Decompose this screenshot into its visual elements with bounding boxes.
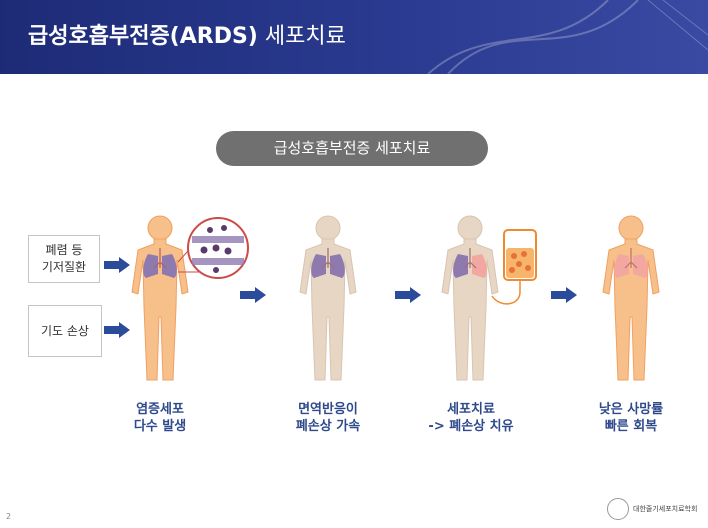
- step-caption-line: 낮은 사망률: [598, 402, 664, 417]
- arrow-right-icon: [551, 287, 577, 303]
- arrow-right-icon: [104, 322, 130, 338]
- step-caption-line: 세포치료: [447, 402, 495, 417]
- page-title: 급성호흡부전증(ARDS) 세포치료: [28, 18, 346, 50]
- arrow-right-icon: [104, 257, 130, 273]
- arrow-right-icon: [395, 287, 421, 303]
- page-number: 2: [6, 512, 12, 521]
- step-caption-2: 면역반응이 폐손상 가속: [263, 401, 393, 435]
- step-caption-1: 염증세포 다수 발생: [95, 401, 225, 435]
- arrow-right-icon: [240, 287, 266, 303]
- title-bold: 급성호흡부전증(ARDS): [28, 24, 258, 49]
- society-name: 대한줄기세포치료학회: [633, 505, 698, 513]
- society-logo: 대한줄기세포치료학회: [607, 498, 697, 520]
- title-rest: 세포치료: [264, 24, 346, 49]
- step-caption-line: 다수 발생: [133, 419, 187, 434]
- human-body-cell-therapy-icon: [441, 215, 537, 381]
- human-body-recovered-icon: [602, 215, 660, 381]
- dna-decoration-icon: [427, 0, 708, 74]
- step-caption-line: 폐손상 가속: [295, 419, 361, 434]
- society-seal-icon: [607, 498, 629, 520]
- human-body-immune-icon: [299, 215, 357, 381]
- step-caption-line: 빠른 회복: [604, 419, 658, 434]
- cause-box-airway-injury: 기도 손상: [28, 305, 102, 357]
- cause-label-1: 폐렴 등 기저질환: [41, 243, 87, 274]
- step-caption-4: 낮은 사망률 빠른 회복: [566, 401, 696, 435]
- step-caption-line: 면역반응이: [298, 402, 358, 417]
- step-caption-line: -> 폐손상 치유: [428, 419, 514, 434]
- section-pill-label: 급성호흡부전증 세포치료: [216, 131, 488, 166]
- cause-box-underlying-disease: 폐렴 등 기저질환: [28, 235, 100, 283]
- header-banner: 급성호흡부전증(ARDS) 세포치료: [0, 0, 708, 74]
- human-body-inflamed-icon: [131, 215, 249, 381]
- step-caption-3: 세포치료 -> 폐손상 치유: [406, 401, 536, 435]
- step-caption-line: 염증세포: [136, 402, 184, 417]
